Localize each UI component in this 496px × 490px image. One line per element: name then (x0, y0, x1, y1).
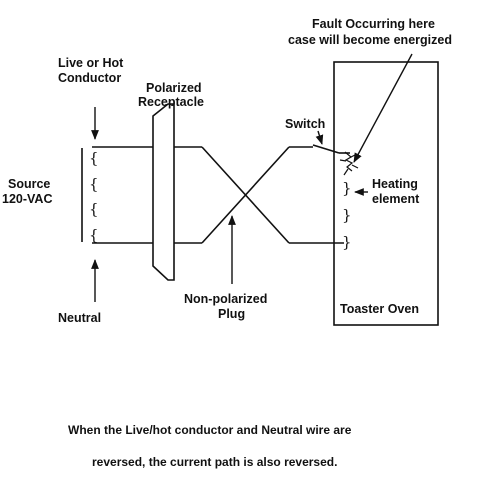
source-coil-1: { (89, 149, 99, 167)
toaster-label: Toaster Oven (340, 302, 419, 316)
fault-label-line2: case will become energized (288, 33, 452, 47)
receptacle-label-line1: Polarized (146, 81, 202, 95)
heating-coil-2: } (342, 206, 352, 224)
neutral-label: Neutral (58, 311, 101, 325)
heating-coil-3: } (342, 233, 352, 251)
live-label-line1: Live or Hot (58, 56, 124, 70)
caption-line2: reversed, the current path is also rever… (92, 455, 337, 469)
heating-coil-1: } (342, 179, 352, 197)
toaster-oven-box (333, 61, 439, 326)
live-label-line2: Conductor (58, 71, 121, 85)
source-label-line1: Source (8, 177, 50, 191)
polarized-receptacle (152, 103, 175, 281)
plug-label-line1: Non-polarized (184, 292, 267, 306)
switch-arrow (315, 130, 324, 145)
receptacle-label-line2: Receptacle (138, 95, 204, 109)
fault-label-line1: Fault Occurring here (312, 17, 435, 31)
source-label-line2: 120-VAC (2, 192, 52, 206)
cross-wire-b (201, 146, 290, 244)
switch-label: Switch (285, 117, 325, 131)
fault-arrow (353, 53, 413, 163)
fault-spark-icon (339, 151, 359, 176)
plug-label-line2: Plug (218, 307, 245, 321)
heating-label-line2: element (372, 192, 420, 206)
source-coil-4: { (89, 226, 99, 244)
switch-blade (312, 144, 340, 154)
source-coil-3: { (89, 200, 99, 218)
source-coil-2: { (89, 175, 99, 193)
caption-line1: When the Live/hot conductor and Neutral … (68, 423, 352, 437)
heating-label-line1: Heating (372, 177, 418, 191)
